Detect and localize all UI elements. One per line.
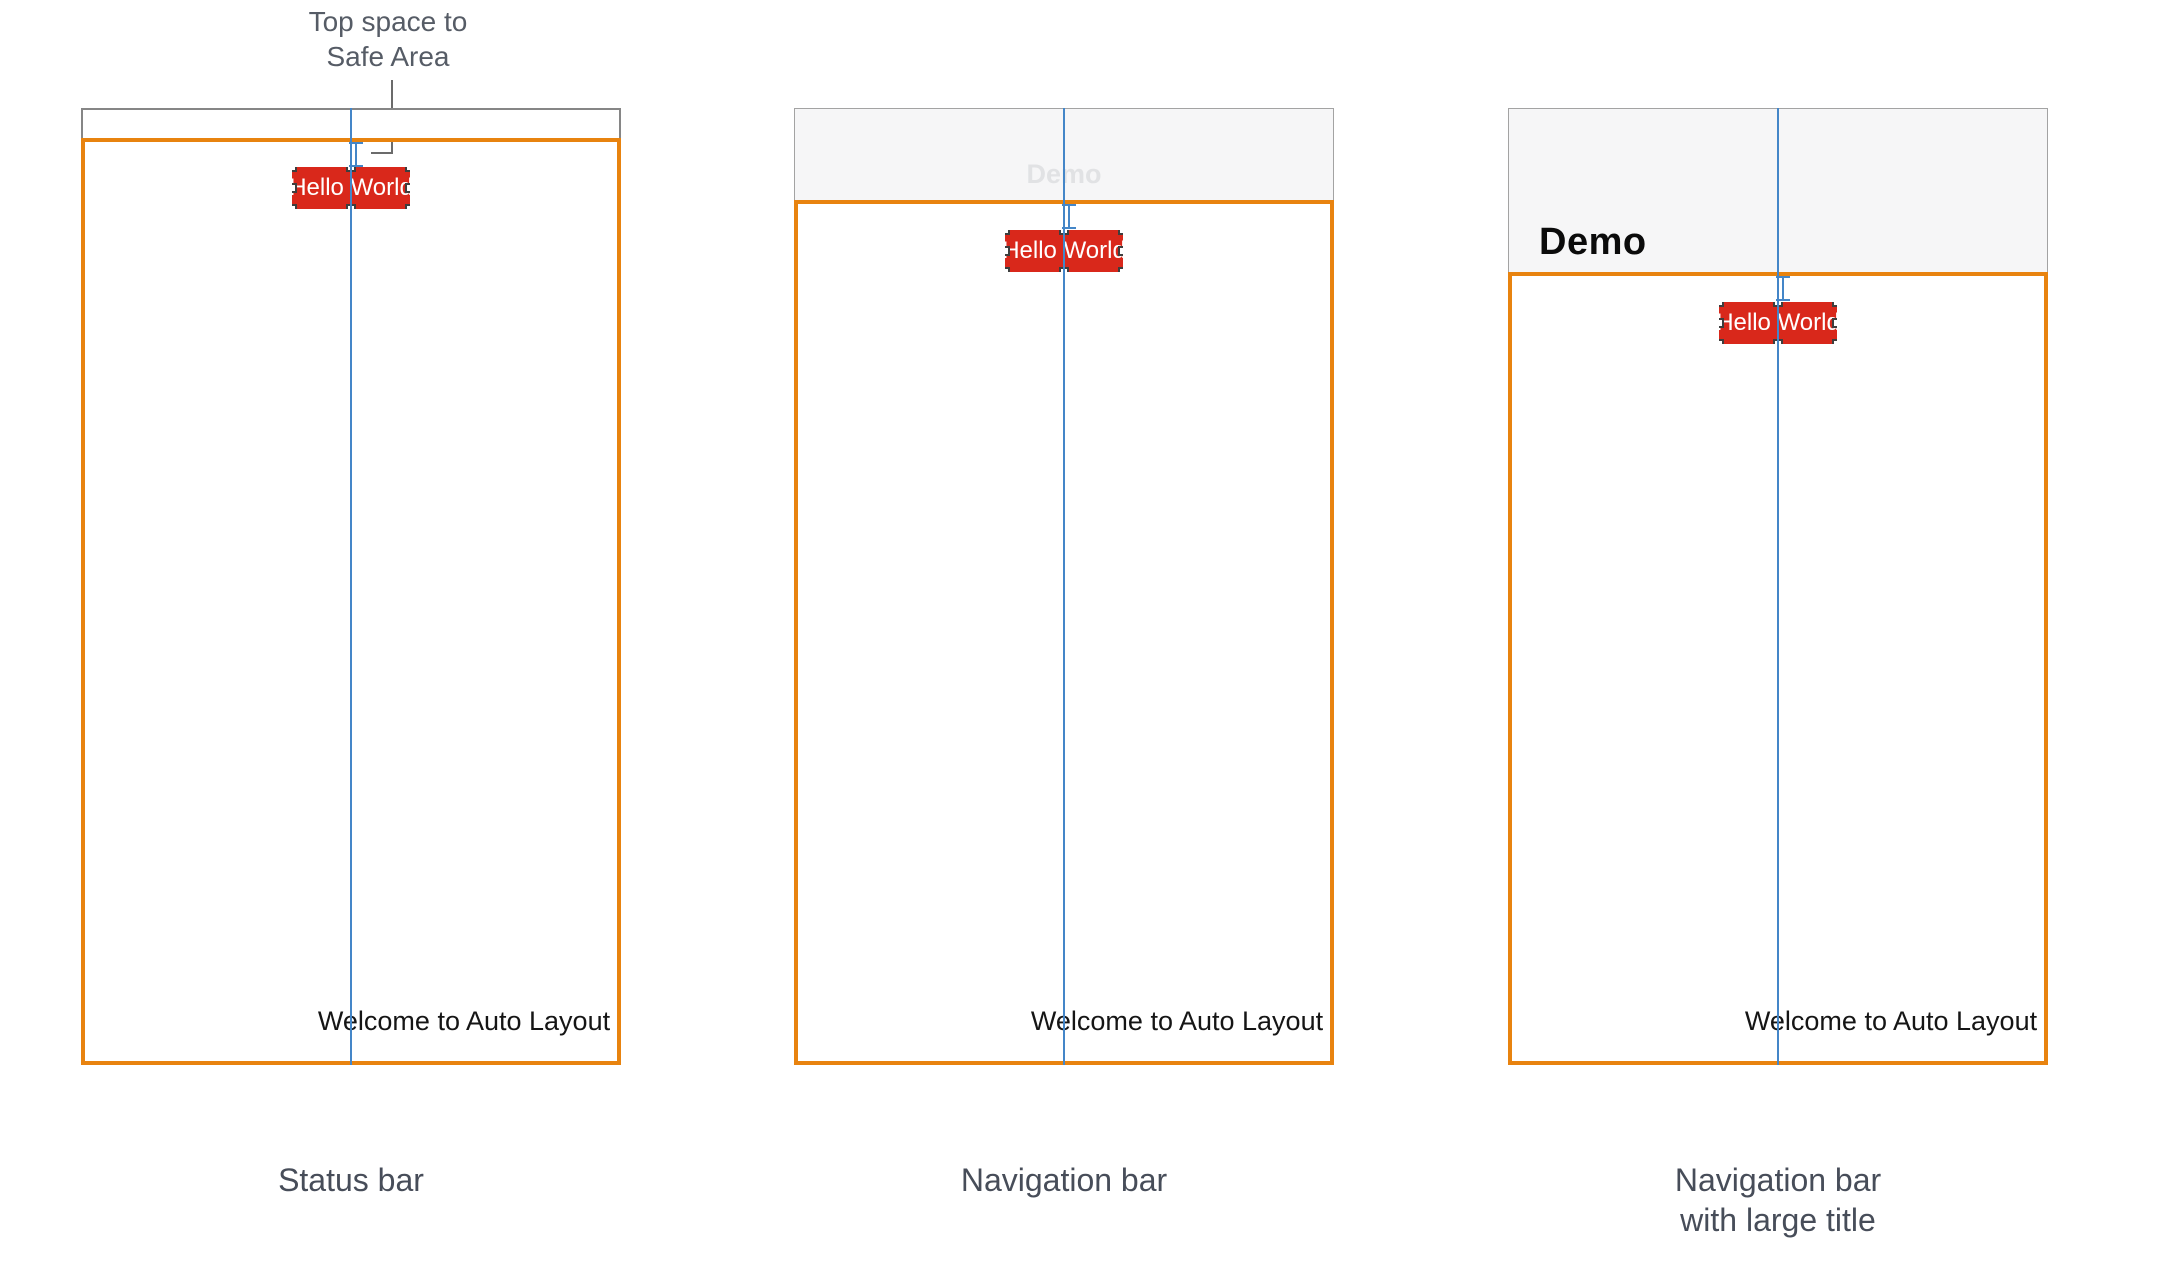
selection-handle-middle-right[interactable] bbox=[1832, 318, 1837, 328]
annotation-connector-horizontal bbox=[371, 152, 393, 154]
welcome-label: Welcome to Auto Layout bbox=[1030, 1006, 1324, 1036]
annotation-line-2: Safe Area bbox=[326, 41, 450, 72]
selection-handle-middle-right[interactable] bbox=[1118, 246, 1123, 256]
phone-frame-navigation-bar-large-title: Demo Hello World Welcome to Auto Layout bbox=[1508, 108, 2048, 1065]
phone-frame-status-bar: Hello World Welcome to Auto Layout bbox=[81, 108, 621, 1065]
selection-handle-top-left[interactable] bbox=[1719, 302, 1724, 307]
caption-line-2: with large title bbox=[1680, 1202, 1876, 1238]
selection-handle-middle-right[interactable] bbox=[405, 183, 410, 193]
selection-handle-middle-left[interactable] bbox=[292, 183, 297, 193]
selection-handle-bottom-left[interactable] bbox=[1005, 267, 1010, 272]
selection-handle-bottom-left[interactable] bbox=[1719, 339, 1724, 344]
selection-handle-bottom-right[interactable] bbox=[405, 204, 410, 209]
vertical-center-guide bbox=[1063, 108, 1065, 1065]
annotation-line-1: Top space to bbox=[308, 6, 468, 37]
selection-handle-top-right[interactable] bbox=[1832, 302, 1837, 307]
selection-handle-bottom-right[interactable] bbox=[1832, 339, 1837, 344]
selection-handle-top-right[interactable] bbox=[1118, 230, 1123, 235]
vertical-center-guide bbox=[350, 108, 352, 1065]
selection-handle-middle-left[interactable] bbox=[1005, 246, 1010, 256]
vertical-center-guide bbox=[1777, 108, 1779, 1065]
welcome-label: Welcome to Auto Layout bbox=[317, 1006, 611, 1036]
welcome-label: Welcome to Auto Layout bbox=[1744, 1006, 2038, 1036]
caption-line-1: Status bar bbox=[278, 1162, 424, 1198]
phone-frame-navigation-bar: Demo Hello World Welcome to Auto Layout bbox=[794, 108, 1334, 1065]
phone-caption-navigation-bar-large-title: Navigation bar with large title bbox=[1508, 1160, 2048, 1240]
selection-handle-bottom-left[interactable] bbox=[292, 204, 297, 209]
nav-bar-large-title: Demo bbox=[1539, 221, 1647, 263]
selection-handle-middle-left[interactable] bbox=[1719, 318, 1724, 328]
selection-handle-top-left[interactable] bbox=[292, 167, 297, 172]
selection-handle-top-left[interactable] bbox=[1005, 230, 1010, 235]
top-spacing-indicator bbox=[349, 142, 363, 167]
selection-handle-top-right[interactable] bbox=[405, 167, 410, 172]
top-spacing-indicator bbox=[1062, 204, 1076, 229]
caption-line-1: Navigation bar bbox=[960, 1162, 1168, 1198]
phone-caption-navigation-bar: Navigation bar bbox=[794, 1160, 1334, 1200]
phone-caption-status-bar: Status bar bbox=[81, 1160, 621, 1200]
annotation-label: Top space to Safe Area bbox=[238, 4, 538, 74]
top-spacing-indicator bbox=[1776, 276, 1790, 301]
caption-line-1: Navigation bar bbox=[1674, 1162, 1882, 1198]
selection-handle-bottom-right[interactable] bbox=[1118, 267, 1123, 272]
